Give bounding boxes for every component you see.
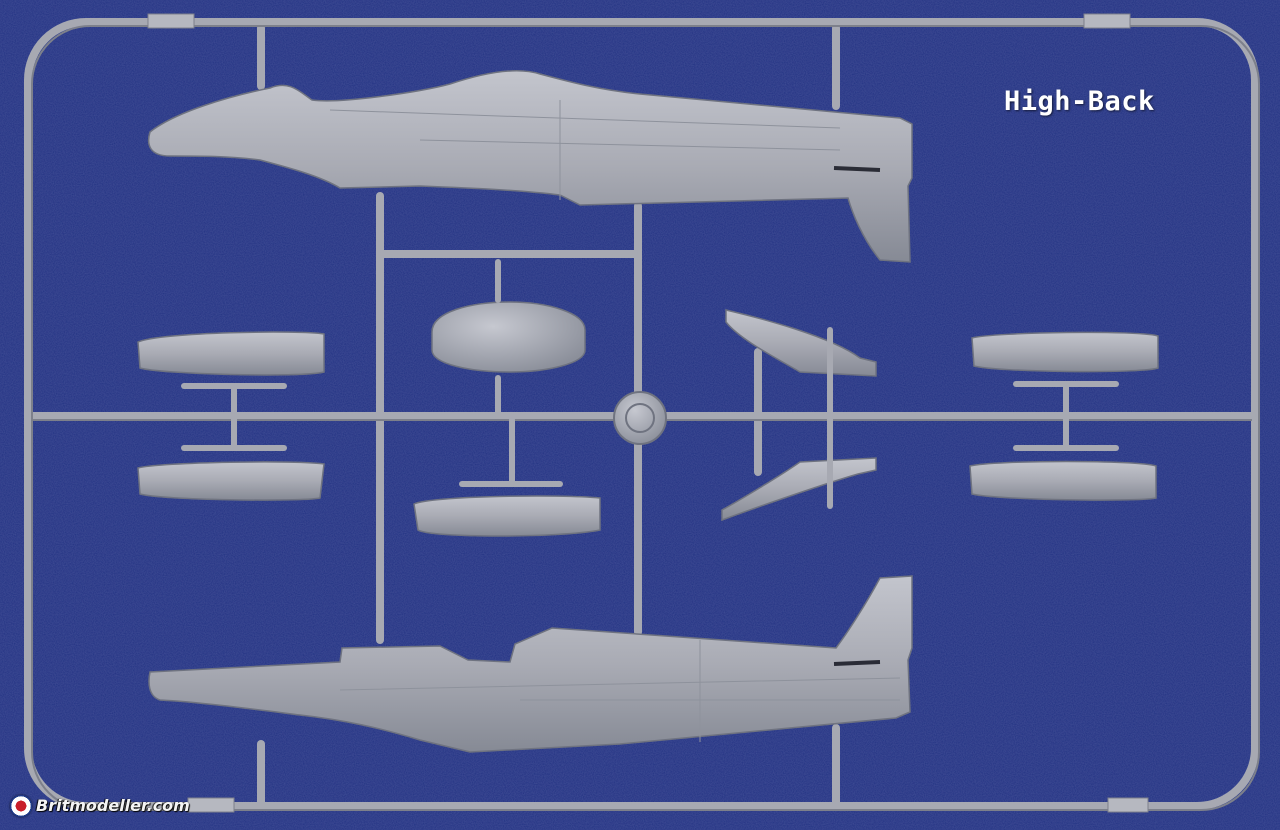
drop-tank-left-pair	[137, 331, 325, 501]
sprue-tag	[1107, 797, 1149, 813]
sprue-hub	[613, 391, 667, 445]
drop-tank-right-pair	[969, 331, 1159, 501]
raf-roundel-icon	[10, 795, 32, 817]
sprue-tag	[187, 797, 235, 813]
watermark-text: Britmodeller.com	[36, 796, 190, 815]
high-back-label: High-Back	[1004, 86, 1155, 117]
fuselage-half-lower	[148, 575, 913, 753]
engine-cowling-parts	[413, 259, 601, 537]
cockpit-side-panels	[721, 309, 877, 522]
sprue-tag	[1083, 13, 1131, 29]
fuselage-half-upper	[147, 69, 913, 263]
watermark: Britmodeller.com	[4, 792, 190, 822]
sprue-tag	[147, 13, 195, 29]
